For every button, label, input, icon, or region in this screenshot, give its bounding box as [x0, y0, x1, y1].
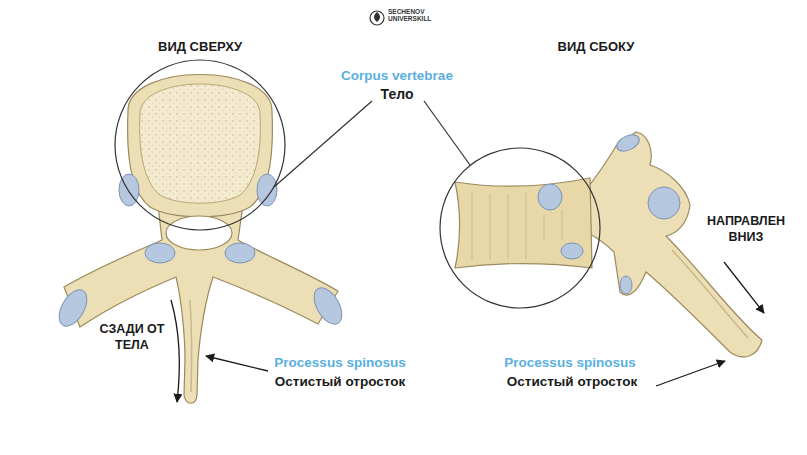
logo-ring: [370, 11, 384, 25]
direction-note: СЗАДИ ОТ ТЕЛА: [97, 322, 167, 353]
part-name-latin: Processus spinosus: [504, 355, 635, 372]
articular-facet: [225, 243, 255, 263]
pointer-arrow: [656, 361, 725, 386]
part-name: Тело: [381, 86, 414, 104]
striation: [526, 193, 527, 259]
watermark: SECHENOV UNIVERSKILL: [388, 8, 438, 22]
striation: [562, 210, 563, 240]
vertebral-body: [128, 75, 273, 217]
articular-facet: [620, 276, 632, 294]
articular-facet: [614, 132, 642, 155]
vertebral-arch: [64, 205, 338, 403]
striation: [508, 194, 509, 259]
logo-leaf: [374, 12, 380, 22]
transverse-facet: [648, 187, 680, 219]
vertebral-arch: [586, 132, 762, 357]
arch-shading: [672, 250, 748, 338]
striation: [544, 215, 545, 240]
costal-facet: [538, 184, 562, 210]
transverse-facet: [53, 285, 92, 331]
striation: [490, 194, 491, 259]
articular-facet: [145, 243, 175, 263]
part-name-latin: Processus spinosus: [274, 355, 405, 372]
part-name: Остистый отросток: [275, 374, 405, 391]
view-heading: ВИД СБОКУ: [558, 39, 635, 55]
costal-facet: [561, 243, 583, 259]
leader-line: [274, 101, 372, 187]
body-surface: [140, 84, 261, 203]
striation: [472, 192, 473, 260]
part-name-latin: Corpus vertebrae: [341, 68, 453, 85]
vertebral-foramen: [166, 216, 232, 250]
transverse-facet: [308, 283, 347, 329]
direction-arrow: [171, 300, 179, 402]
leader-line: [424, 101, 470, 165]
direction-note: НАПРАВЛЕН ВНИЗ: [700, 214, 792, 245]
view-heading: ВИД СВЕРХУ: [158, 39, 242, 55]
pointer-arrow: [206, 356, 268, 371]
part-name: Остистый отросток: [507, 374, 637, 391]
vertebral-body-side: [455, 178, 592, 268]
arch-shading: [190, 300, 192, 392]
highlight-circle: [440, 148, 600, 308]
direction-arrow: [724, 262, 764, 313]
highlight-circle: [115, 60, 285, 230]
costal-facet: [257, 174, 277, 206]
